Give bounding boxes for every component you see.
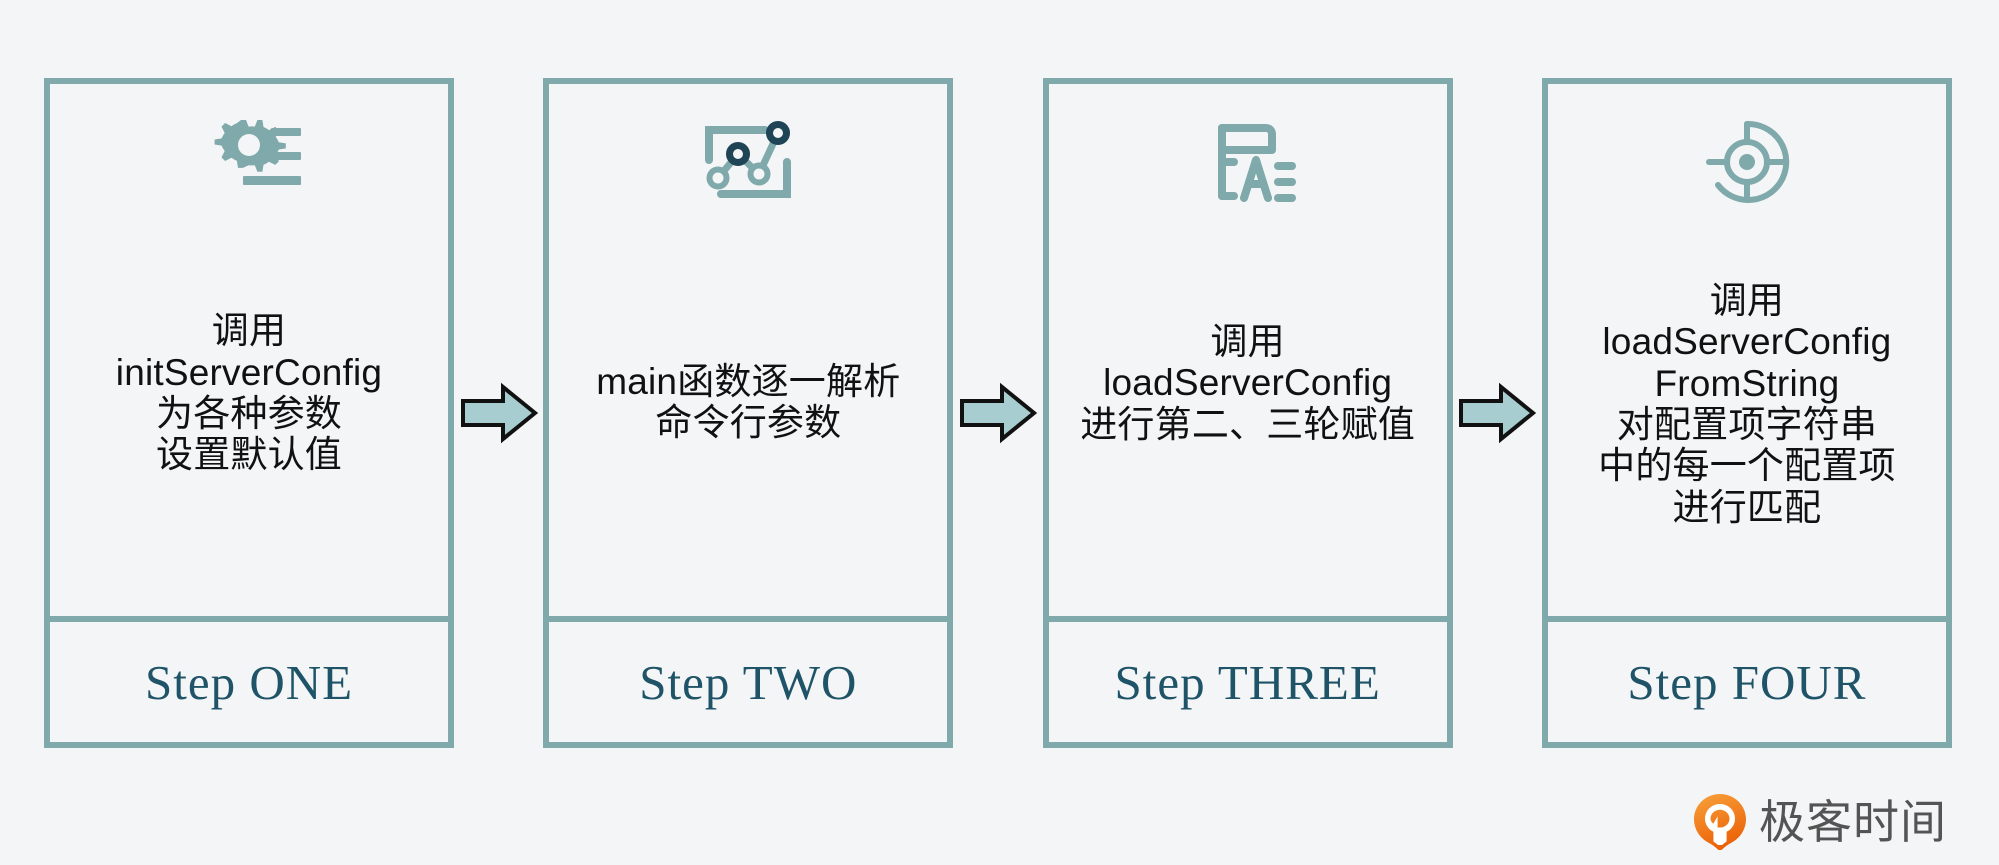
arrow-step-two-to-three bbox=[954, 78, 1042, 748]
step-three-label: Step THREE bbox=[1114, 654, 1381, 710]
brand-name: 极客时间 bbox=[1759, 796, 1947, 848]
step-card-footer: Step TWO bbox=[549, 616, 948, 742]
document-text-icon bbox=[1200, 110, 1296, 214]
step-one-description: 调用 initServerConfig 为各种参数 设置默认值 bbox=[115, 310, 383, 476]
step-card-four[interactable]: 调用 loadServerConfig FromString 对配置项字符串 中… bbox=[1541, 78, 1952, 748]
step-card-text: 调用 loadServerConfig FromString 对配置项字符串 中… bbox=[1562, 220, 1932, 606]
step-four-description: 调用 loadServerConfig FromString 对配置项字符串 中… bbox=[1598, 279, 1896, 528]
arrow-step-one-to-two bbox=[455, 78, 543, 748]
process-flow: 调用 initServerConfig 为各种参数 设置默认值 Step ONE bbox=[44, 78, 1952, 748]
step-card-footer: Step FOUR bbox=[1547, 616, 1946, 742]
step-card-three[interactable]: 调用 loadServerConfig 进行第二、三轮赋值 Step THREE bbox=[1042, 78, 1453, 748]
target-crosshair-icon bbox=[1698, 110, 1796, 214]
step-card-text: 调用 loadServerConfig 进行第二、三轮赋值 bbox=[1063, 220, 1433, 606]
step-one-label: Step ONE bbox=[144, 654, 354, 710]
settings-gear-icon bbox=[197, 110, 301, 214]
geektime-logo-icon bbox=[1694, 794, 1746, 850]
step-card-body: 调用 loadServerConfig FromString 对配置项字符串 中… bbox=[1548, 84, 1946, 616]
step-card-body: 调用 loadServerConfig 进行第二、三轮赋值 bbox=[1049, 84, 1447, 616]
step-card-body: main函数逐一解析 命令行参数 bbox=[549, 84, 947, 616]
step-card-body: 调用 initServerConfig 为各种参数 设置默认值 bbox=[50, 84, 448, 616]
step-card-text: main函数逐一解析 命令行参数 bbox=[563, 220, 933, 606]
step-two-label: Step TWO bbox=[639, 654, 858, 710]
step-four-label: Step FOUR bbox=[1627, 654, 1867, 710]
brand-watermark: 极客时间 bbox=[1693, 793, 1947, 851]
step-two-description: main函数逐一解析 命令行参数 bbox=[596, 360, 901, 443]
step-card-one[interactable]: 调用 initServerConfig 为各种参数 设置默认值 Step ONE bbox=[44, 78, 454, 748]
step-card-footer: Step THREE bbox=[1048, 616, 1447, 742]
line-chart-icon bbox=[699, 110, 797, 214]
step-three-description: 调用 loadServerConfig 进行第二、三轮赋值 bbox=[1080, 320, 1416, 445]
step-card-footer: Step ONE bbox=[50, 616, 448, 742]
arrow-step-three-to-four bbox=[1453, 78, 1541, 748]
step-card-two[interactable]: main函数逐一解析 命令行参数 Step TWO bbox=[543, 78, 954, 748]
step-card-text: 调用 initServerConfig 为各种参数 设置默认值 bbox=[64, 220, 434, 606]
